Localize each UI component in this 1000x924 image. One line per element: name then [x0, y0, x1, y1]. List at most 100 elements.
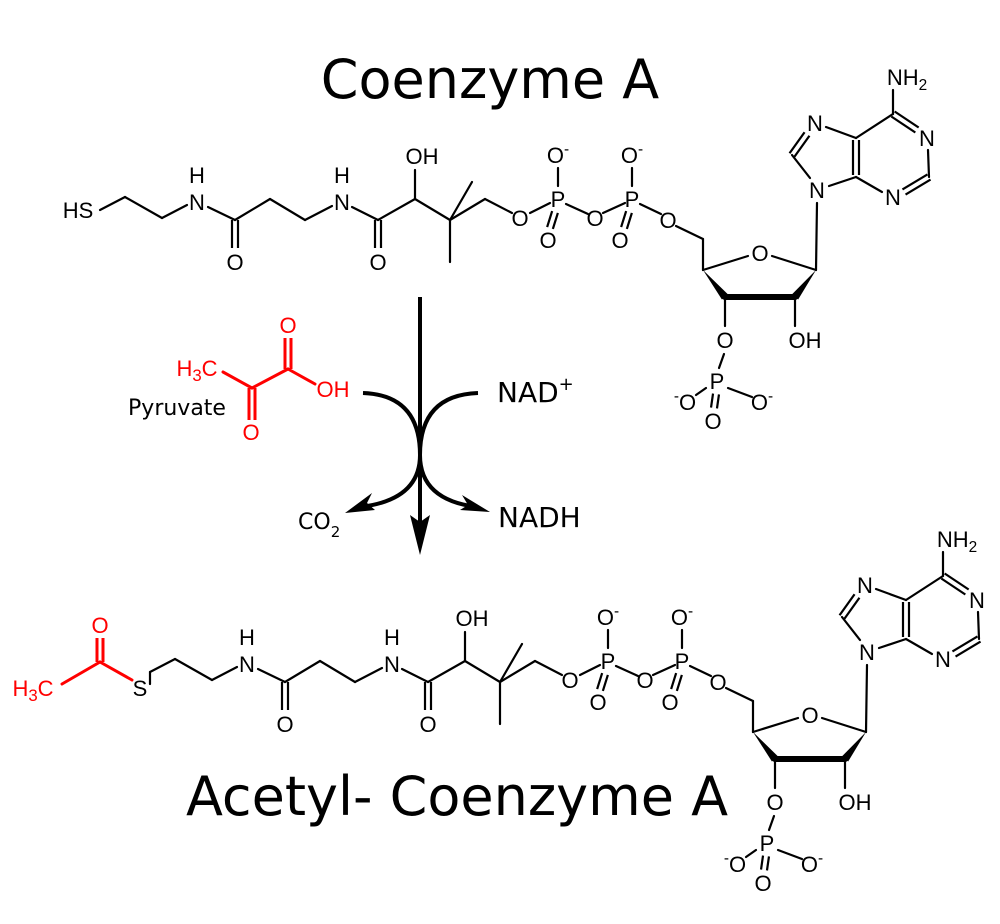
pyruvate-label: Pyruvate: [128, 396, 226, 421]
double-bond: [670, 672, 678, 690]
atom-keto-o: O: [242, 420, 259, 445]
atom-p2-o-minus: O-: [621, 141, 643, 168]
atom-carboxyl-o: O: [279, 313, 296, 338]
double-bond: [715, 394, 721, 409]
single-bond: [767, 814, 776, 832]
atom-p3-o-right: O-: [751, 388, 773, 415]
title-acetyl-coenzyme-a: Acetyl- Coenzyme A: [186, 765, 728, 828]
double-bond: [954, 640, 982, 658]
double-bond: [620, 210, 628, 228]
single-bond: [210, 665, 239, 682]
single-bond: [638, 202, 663, 216]
nadh-label: NADH: [498, 501, 581, 534]
single-bond: [286, 367, 317, 386]
atom-p2: P: [625, 187, 640, 212]
double-bond: [625, 212, 633, 230]
atom-amide-n1: N: [189, 190, 205, 215]
atom-methyl: H3C: [176, 356, 217, 385]
double-bond: [765, 856, 771, 871]
atom-p2-o-minus: O-: [671, 603, 693, 630]
double-bond: [944, 572, 970, 591]
atom-p3-o-left: -O: [674, 388, 696, 415]
atom-o3: O: [766, 790, 783, 815]
wedge-bond: [753, 732, 779, 762]
atom-p1-oxo: O: [589, 690, 606, 715]
single-bond: [874, 587, 908, 602]
atom-amide-o2: O: [419, 712, 436, 737]
single-bond: [353, 666, 384, 684]
atom-o3: O: [716, 328, 733, 353]
single-bond: [528, 201, 552, 215]
single-bond: [256, 667, 287, 684]
atom-n7: N: [807, 111, 823, 136]
atom-o5: O: [709, 670, 726, 695]
atom-ester-o: O: [511, 206, 528, 231]
double-bond: [904, 178, 932, 196]
atom-amide-h2: H: [334, 163, 350, 188]
nadh-arrowhead: [460, 495, 490, 512]
double-bond: [596, 672, 604, 690]
single-bond: [448, 197, 487, 222]
single-bond: [770, 254, 818, 272]
single-bond: [701, 254, 750, 272]
single-bond: [724, 686, 755, 703]
atom-o2-oh: OH: [789, 328, 822, 353]
atom-amide-h1: H: [189, 163, 205, 188]
atom-n9: N: [809, 178, 825, 203]
atom-nh2: NH2: [937, 527, 977, 556]
single-bond: [498, 642, 524, 684]
single-bond: [283, 659, 322, 684]
single-bond: [268, 197, 307, 222]
single-bond: [904, 637, 934, 656]
single-bond: [376, 197, 417, 222]
atom-amide-h2: H: [384, 625, 400, 650]
single-bond: [233, 197, 272, 222]
atom-amide-h1: H: [239, 625, 255, 650]
atom-bridge-o: O: [636, 668, 653, 693]
atom-methyl: H3C: [12, 676, 53, 705]
single-bond: [564, 202, 590, 216]
single-bond: [726, 386, 754, 399]
single-bond: [463, 659, 502, 684]
single-bond: [776, 848, 804, 861]
atom-p1: P: [601, 649, 616, 674]
atom-p3-oxo: O: [754, 871, 771, 896]
atom-p1-oxo: O: [539, 228, 556, 253]
single-bond: [426, 659, 467, 684]
single-bond: [926, 148, 931, 179]
single-bond: [976, 610, 981, 641]
title-coenzyme-a: Coenzyme A: [321, 48, 659, 111]
pyruvate-to-co2-arrow: [359, 391, 423, 509]
atom-o2-oh: OH: [839, 790, 872, 815]
atom-p3-o-left: -O: [724, 850, 746, 877]
atom-nh2: NH2: [887, 65, 927, 94]
single-bond: [578, 663, 602, 677]
single-bond: [674, 224, 705, 241]
double-bond: [675, 674, 683, 692]
double-bond: [894, 110, 920, 129]
co2-arrowhead: [345, 493, 375, 513]
atom-p3: P: [710, 369, 725, 394]
atom-thioester-s: S: [133, 676, 148, 701]
single-bond: [221, 370, 254, 390]
double-bond: [709, 393, 715, 408]
atom-amide-n1: N: [239, 652, 255, 677]
single-bond: [840, 615, 862, 642]
main-arrowhead: [410, 515, 430, 555]
atom-pantoate-oh: OH: [406, 144, 439, 169]
double-bond: [901, 173, 929, 191]
atom-p1: P: [551, 187, 566, 212]
single-bond: [744, 848, 758, 859]
single-bond: [651, 663, 677, 677]
single-bond: [400, 667, 430, 684]
atom-ester-o: O: [561, 668, 578, 693]
single-bond: [864, 663, 869, 734]
atom-amide-o1: O: [226, 250, 243, 275]
wedge-bond: [841, 732, 866, 762]
single-bond: [827, 175, 858, 188]
nad-plus-label: NAD+: [497, 374, 574, 409]
atom-n1: N: [969, 588, 985, 613]
